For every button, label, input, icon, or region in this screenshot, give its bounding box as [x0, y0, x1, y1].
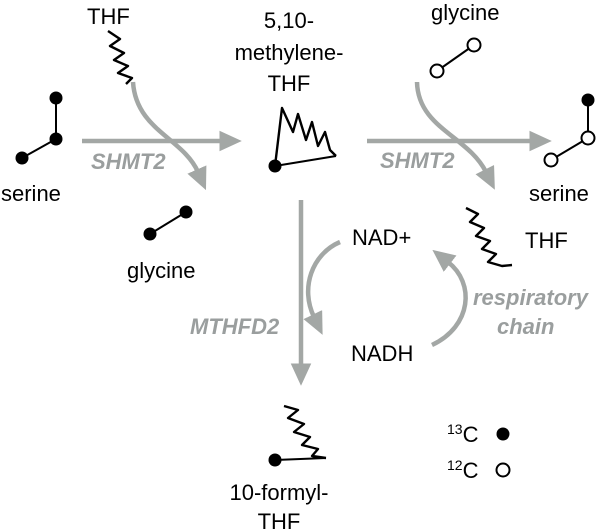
carbon-13c-atom [268, 453, 282, 467]
enzyme-labels: SHMT2 SHMT2 MTHFD2 respiratory chain [91, 148, 590, 339]
labels: THF 5,10- methylene- THF glycine serine … [1, 0, 589, 532]
arrows [82, 81, 552, 386]
carbon-13c-atom [581, 93, 595, 107]
shmt2-right-curved-arrow [414, 81, 495, 190]
glycine-left-molecule [143, 205, 193, 241]
formyl-thf-molecule [268, 404, 327, 467]
carbon-13c-atom [15, 151, 29, 165]
mthfd2-label: MTHFD2 [190, 314, 280, 339]
carbon-13c-atom [143, 227, 157, 241]
serine-left-molecule [15, 91, 63, 165]
shmt2-left-label: SHMT2 [91, 149, 166, 174]
respiratory-chain-label-line2: chain [497, 314, 554, 339]
isotope-legend: 13C 12C [447, 421, 511, 483]
methylene-thf-molecule [268, 106, 337, 173]
glycine-top-label: glycine [431, 0, 499, 25]
methylene-thf-label-line1: 5,10- [264, 8, 314, 33]
shmt2-right-label: SHMT2 [380, 148, 455, 173]
methylene-thf-label-line2: methylene- [235, 40, 344, 65]
thf-right-chain [465, 206, 513, 268]
respiratory-chain-label-line1: respiratory [473, 285, 590, 310]
carbon-13c-atom [179, 205, 193, 219]
thf-top-chain [107, 30, 134, 85]
methylene-thf-label-line3: THF [268, 71, 311, 96]
carbon-13c-atom [49, 91, 63, 105]
legend-13c-label: 13C [447, 421, 479, 447]
respiratory-chain-curved-arrow [431, 249, 468, 348]
thf-right-label: THF [525, 228, 568, 253]
carbon-12c-atom [466, 37, 482, 53]
nad-plus-label: NAD+ [352, 225, 411, 250]
formyl-thf-label-line2: THF [258, 509, 301, 532]
serine-right-molecule [543, 93, 596, 168]
formyl-thf-label-line1: 10-formyl- [229, 480, 328, 505]
carbon-12c-atom [429, 63, 445, 79]
legend-12c-symbol [495, 462, 511, 478]
legend-13c-symbol [496, 427, 510, 441]
legend-12c-label: 12C [447, 457, 479, 483]
carbon-13c-atom [49, 132, 63, 146]
serine-right-label: serine [529, 181, 589, 206]
carbon-12c-atom [580, 130, 596, 146]
nad-to-nadh-curved-arrow [303, 239, 341, 335]
glycine-top-molecule [429, 37, 482, 79]
nadh-label: NADH [351, 341, 413, 366]
carbon-13c-atom [268, 159, 282, 173]
serine-left-label: serine [1, 181, 61, 206]
carbon-12c-atom [543, 152, 559, 168]
shmt2-left-curved-arrow [130, 81, 207, 191]
thf-top-label: THF [87, 4, 130, 29]
glycine-left-label: glycine [127, 258, 195, 283]
